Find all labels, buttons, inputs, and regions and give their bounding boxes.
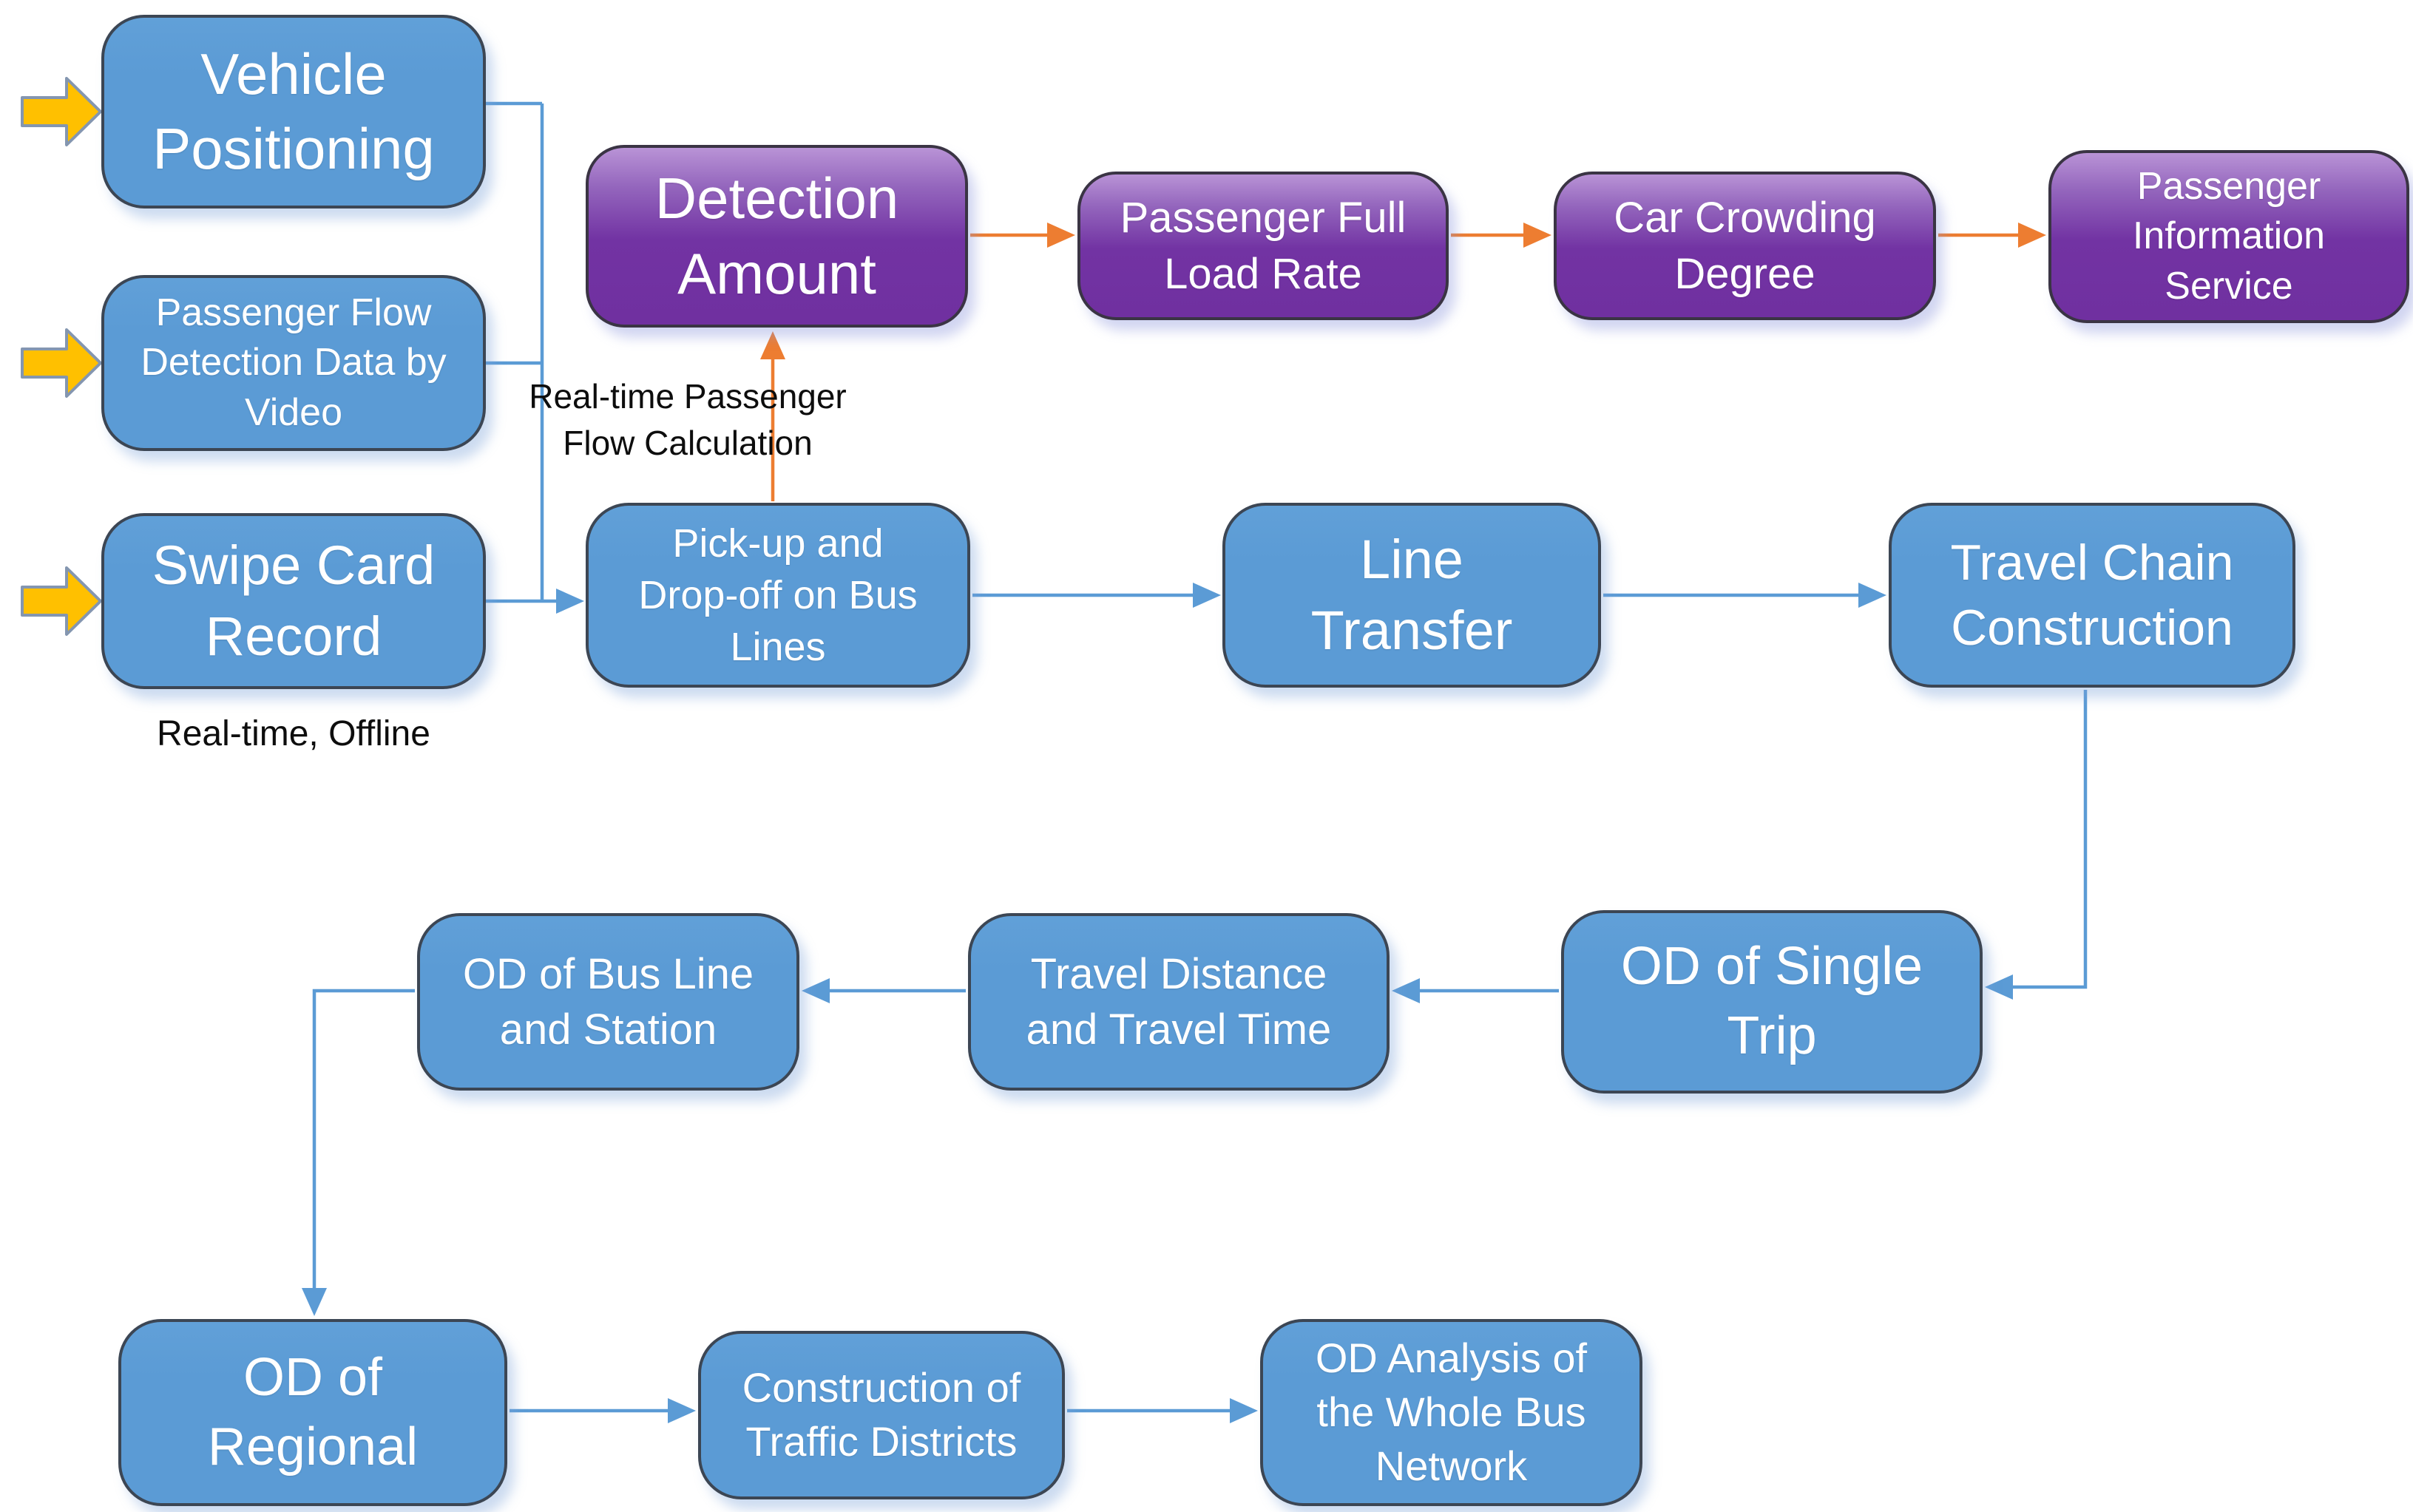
- input-arrows: [21, 77, 102, 636]
- node-label: OD of Bus Line and Station: [462, 949, 754, 1054]
- orange-edges: [771, 233, 2018, 501]
- label-realtime-offline: Real-time, Offline: [157, 714, 430, 753]
- node-od-bus-line-station: OD of Bus Line and Station: [417, 913, 799, 1091]
- input-arrow-passenger-flow-video: [21, 328, 102, 398]
- arrowhead-full-load-to-car-crowding: [1523, 223, 1551, 248]
- arrowhead-od-bus-line-to-od-regional: [302, 1288, 327, 1316]
- node-passenger-information-service: Passenger Information Service: [2048, 150, 2409, 323]
- input-arrow-vehicle-positioning: [21, 77, 102, 146]
- node-travel-distance-time: Travel Distance and Travel Time: [968, 913, 1390, 1091]
- node-line-transfer: Line Transfer: [1222, 503, 1601, 688]
- node-label: Vehicle Positioning: [152, 41, 435, 181]
- node-od-regional: OD of Regional: [118, 1319, 507, 1506]
- edge-od-bus-line-to-od-regional-line: [312, 989, 415, 1288]
- node-label: OD of Single Trip: [1620, 937, 1923, 1065]
- node-label: Construction of Traffic Districts: [742, 1364, 1021, 1465]
- node-detection-amount: Detection Amount: [586, 145, 968, 328]
- arrowhead-travel-chain-to-od-single: [1985, 974, 2013, 1000]
- orange-arrowheads: [760, 223, 2046, 359]
- node-label: Pick-up and Drop-off on Bus Lines: [638, 521, 918, 670]
- node-construction-traffic-districts: Construction of Traffic Districts: [698, 1331, 1065, 1499]
- input-arrow-swipe-card: [21, 566, 102, 636]
- node-car-crowding-degree: Car Crowding Degree: [1554, 172, 1936, 320]
- node-label: Travel Chain Construction: [1950, 534, 2234, 656]
- node-label: Passenger Information Service: [2132, 164, 2326, 308]
- node-label: OD Analysis of the Whole Bus Network: [1315, 1335, 1588, 1489]
- node-passenger-full-load-rate: Passenger Full Load Rate: [1077, 172, 1449, 320]
- node-swipe-card-record: Swipe Card Record: [101, 513, 486, 689]
- node-label: Passenger Flow Detection Data by Video: [141, 291, 447, 434]
- node-label: Passenger Full Load Rate: [1120, 194, 1407, 298]
- node-travel-chain-construction: Travel Chain Construction: [1889, 503, 2295, 688]
- node-label: OD of Regional: [207, 1347, 419, 1477]
- edge-travel-chain-to-od-single-line: [2013, 690, 2088, 989]
- node-passenger-flow-video: Passenger Flow Detection Data by Video: [101, 275, 486, 451]
- node-label: Detection Amount: [654, 166, 899, 306]
- node-label: Swipe Card Record: [152, 534, 436, 667]
- arrowhead-od-regional-to-construction: [668, 1398, 696, 1423]
- arrowhead-line-transfer-to-travel-chain: [1858, 583, 1886, 608]
- arrowhead-pickup-to-detection: [760, 331, 785, 359]
- node-vehicle-positioning: Vehicle Positioning: [101, 15, 486, 209]
- node-label: Line Transfer: [1310, 528, 1513, 661]
- arrowhead-od-single-to-travel-distance: [1392, 978, 1420, 1003]
- blue-arrowheads: [302, 583, 2013, 1423]
- arrowhead-pickup-to-line-transfer: [1193, 583, 1221, 608]
- blue-edges: [312, 101, 2088, 1413]
- node-pickup-dropoff: Pick-up and Drop-off on Bus Lines: [586, 503, 970, 688]
- node-od-analysis-whole-network: OD Analysis of the Whole Bus Network: [1260, 1319, 1642, 1506]
- node-label: Travel Distance and Travel Time: [1026, 949, 1332, 1054]
- arrowhead-detection-to-full-load: [1047, 223, 1075, 248]
- arrowhead-construction-to-od-analysis: [1230, 1398, 1258, 1423]
- arrowhead-travel-distance-to-od-bus-line: [802, 978, 830, 1003]
- arrowhead-swipe-to-pickup: [556, 589, 584, 614]
- label-realtime-passenger-flow-calculation: Real-time Passenger Flow Calculation: [529, 377, 847, 463]
- node-od-single-trip: OD of Single Trip: [1561, 910, 1983, 1094]
- arrowhead-car-crowding-to-passenger-info: [2018, 223, 2046, 248]
- node-label: Car Crowding Degree: [1614, 194, 1876, 298]
